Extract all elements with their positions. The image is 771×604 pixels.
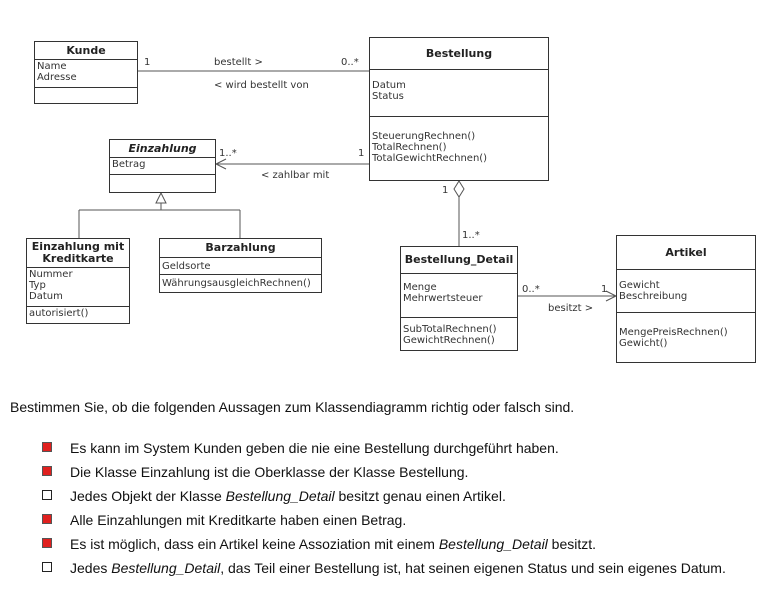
statement-item: Jedes Objekt der Klasse Bestellung_Detai… — [40, 484, 750, 508]
attribute: Nummer — [29, 269, 73, 280]
statement-checkbox[interactable] — [42, 442, 52, 452]
class-kunde: Kunde Name Adresse — [34, 41, 138, 104]
multiplicity-label: 1 — [601, 284, 608, 295]
class-name: Bestellung — [370, 38, 548, 70]
statement-text: Es kann im System Kunden geben die nie e… — [70, 440, 559, 456]
operation: MengePreisRechnen() — [619, 327, 728, 338]
class-barzahlung: Barzahlung Geldsorte WährungsausgleichRe… — [159, 238, 322, 293]
statement-checkbox[interactable] — [42, 514, 52, 524]
operation: SubTotalRechnen() — [403, 324, 497, 335]
uml-connectors — [78, 70, 618, 302]
multiplicity-label: 1..* — [219, 148, 237, 159]
class-bestellung-detail: Bestellung_Detail Menge Mehrwertsteuer S… — [400, 246, 518, 351]
class-artikel: Artikel Gewicht Beschreibung MengePreisR… — [616, 235, 756, 363]
attribute: Beschreibung — [619, 291, 688, 302]
statement-checkbox[interactable] — [42, 538, 52, 548]
statement-text: Es ist möglich, dass ein Artikel keine A… — [70, 536, 597, 552]
class-name: Bestellung_Detail — [401, 247, 517, 274]
operation: autorisiert() — [29, 308, 89, 319]
attribute-section: Datum Status — [370, 70, 548, 116]
operation-section: SubTotalRechnen() GewichtRechnen() — [401, 317, 517, 350]
attribute-section: Betrag — [110, 158, 215, 174]
attribute: Geldsorte — [162, 261, 211, 272]
multiplicity-label: 1..* — [462, 230, 480, 241]
operation-section: autorisiert() — [27, 306, 129, 323]
attribute: Datum — [29, 291, 63, 302]
class-name: Einzahlung mit Kreditkarte — [27, 239, 129, 268]
attribute: Gewicht — [619, 280, 660, 291]
statement-text: Jedes Bestellung_Detail, das Teil einer … — [70, 560, 726, 576]
aggregation-diamond — [453, 180, 465, 198]
multiplicity-label: 1 — [358, 148, 365, 159]
statement-text: Die Klasse Einzahlung ist die Oberklasse… — [70, 464, 469, 480]
class-einzahlung-mit-kreditkarte: Einzahlung mit Kreditkarte Nummer Typ Da… — [26, 238, 130, 324]
class-name: Einzahlung — [110, 140, 215, 158]
class-einzahlung: Einzahlung Betrag — [109, 139, 216, 193]
class-name-line: Kreditkarte — [42, 252, 114, 265]
association-label: besitzt > — [548, 303, 594, 314]
multiplicity-label: 0..* — [522, 284, 540, 295]
statement-list: Es kann im System Kunden geben die nie e… — [40, 436, 750, 580]
attribute: Adresse — [37, 72, 77, 83]
operation-section: SteuerungRechnen() TotalRechnen() TotalG… — [370, 116, 548, 180]
attribute: Betrag — [112, 159, 146, 170]
statement-item: Jedes Bestellung_Detail, das Teil einer … — [40, 556, 750, 580]
question-text: Bestimmen Sie, ob die folgenden Aussagen… — [10, 399, 575, 415]
attribute-section: Nummer Typ Datum — [27, 268, 129, 306]
association-label: bestellt > — [214, 57, 263, 68]
attribute-section: Geldsorte — [160, 258, 321, 274]
navigability-arrow — [214, 158, 227, 170]
operation-section — [110, 174, 215, 192]
attribute-section: Menge Mehrwertsteuer — [401, 274, 517, 317]
attribute: Name — [37, 61, 67, 72]
operation: TotalGewichtRechnen() — [372, 153, 488, 164]
association-label: < wird bestellt von — [214, 80, 309, 91]
statement-checkbox[interactable] — [42, 562, 52, 572]
attribute: Typ — [29, 280, 46, 291]
multiplicity-label: 0..* — [341, 57, 359, 68]
attribute-section: Name Adresse — [35, 60, 137, 87]
statement-item: Die Klasse Einzahlung ist die Oberklasse… — [40, 460, 750, 484]
multiplicity-label: 1 — [442, 185, 449, 196]
operation-section: WährungsausgleichRechnen() — [160, 274, 321, 292]
attribute: Datum — [372, 80, 406, 91]
operation: TotalRechnen() — [372, 142, 447, 153]
operation: WährungsausgleichRechnen() — [162, 278, 311, 289]
operation-section — [35, 87, 137, 103]
multiplicity-label: 1 — [144, 57, 151, 68]
class-name-line: Einzahlung mit — [31, 240, 125, 253]
statement-item: Alle Einzahlungen mit Kreditkarte haben … — [40, 508, 750, 532]
class-bestellung: Bestellung Datum Status SteuerungRechnen… — [369, 37, 549, 181]
attribute: Status — [372, 91, 404, 102]
generalization-triangle — [155, 191, 167, 204]
operation-section: MengePreisRechnen() Gewicht() — [617, 312, 755, 362]
class-name: Kunde — [35, 42, 137, 60]
statement-item: Es kann im System Kunden geben die nie e… — [40, 436, 750, 460]
class-name: Barzahlung — [160, 239, 321, 258]
operation: Gewicht() — [619, 338, 668, 349]
attribute-section: Gewicht Beschreibung — [617, 270, 755, 312]
class-name: Artikel — [617, 236, 755, 270]
attribute: Menge — [403, 282, 437, 293]
statement-checkbox[interactable] — [42, 466, 52, 476]
operation: GewichtRechnen() — [403, 335, 495, 346]
statement-item: Es ist möglich, dass ein Artikel keine A… — [40, 532, 750, 556]
association-label: < zahlbar mit — [261, 170, 330, 181]
attribute: Mehrwertsteuer — [403, 293, 483, 304]
statement-text: Jedes Objekt der Klasse Bestellung_Detai… — [70, 488, 506, 504]
statement-text: Alle Einzahlungen mit Kreditkarte haben … — [70, 512, 407, 528]
statement-checkbox[interactable] — [42, 490, 52, 500]
operation: SteuerungRechnen() — [372, 131, 476, 142]
